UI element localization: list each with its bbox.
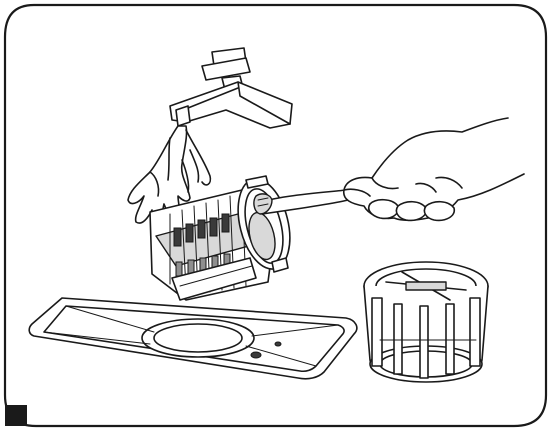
coarse-filter-icon (364, 262, 488, 382)
corner-marker-bar (5, 405, 27, 426)
